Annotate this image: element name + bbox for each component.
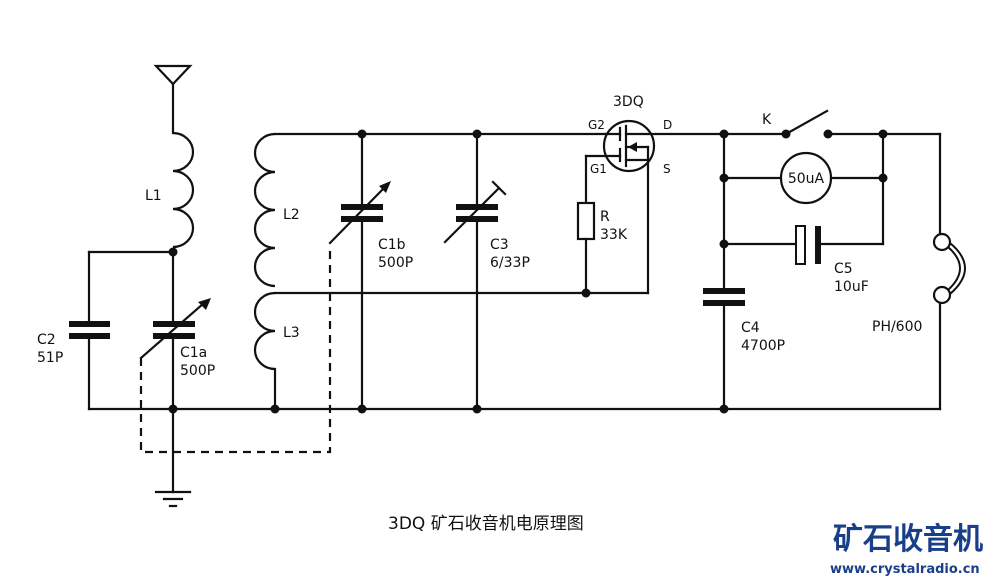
- switch-k[interactable]: K: [722, 109, 942, 139]
- label-d: D: [663, 118, 672, 132]
- label-c5-value: 10uF: [834, 279, 869, 295]
- label-c1b-value: 500P: [378, 255, 413, 271]
- label-r-ref: R: [600, 209, 610, 225]
- label-c5-ref: C5: [834, 261, 853, 277]
- ammeter-50ua: 50uA: [719, 151, 888, 205]
- label-c4-value: 4700P: [741, 338, 785, 354]
- label-l3: L3: [283, 325, 300, 341]
- label-s: S: [663, 162, 671, 176]
- inductor-l3: L3: [253, 291, 300, 411]
- label-k: K: [762, 112, 772, 128]
- label-c3-value: 6/33P: [490, 255, 530, 271]
- trimmer-capacitor-c3: C3 6/33P: [443, 132, 530, 411]
- diagram-title: 3DQ 矿石收音机电原理图: [388, 514, 584, 534]
- logo-url[interactable]: www.crystalradio.cn: [830, 562, 980, 577]
- site-logo[interactable]: 矿石收音机 www.crystalradio.cn: [830, 522, 983, 577]
- inductor-l2: L2: [253, 132, 364, 288]
- resistor-r: R 33K: [576, 154, 628, 298]
- variable-capacitor-c1b: C1b 500P: [328, 132, 413, 411]
- label-phone: PH/600: [872, 319, 922, 335]
- capacitor-c4: C4 4700P: [703, 288, 785, 411]
- earphone-ph600: PH/600: [872, 132, 966, 411]
- ground-icon: [154, 407, 192, 508]
- label-c1a-value: 500P: [180, 363, 215, 379]
- label-g2: G2: [588, 118, 605, 132]
- variable-capacitor-c1a: C1a 500P: [139, 250, 215, 411]
- electrolytic-capacitor-c5: C5 10uF: [719, 225, 885, 295]
- label-g1: G1: [590, 162, 607, 176]
- label-q-ref: 3DQ: [613, 94, 644, 110]
- label-c4-ref: C4: [741, 320, 760, 336]
- label-l2: L2: [283, 207, 300, 223]
- label-c3-ref: C3: [490, 237, 509, 253]
- inductor-l1: L1: [145, 131, 195, 249]
- junction: [581, 288, 591, 298]
- label-l1: L1: [145, 188, 162, 204]
- mosfet-3dq: 3DQ G2 G1 D S: [584, 94, 726, 295]
- capacitor-c2: C2 51P: [37, 250, 175, 411]
- label-r-value: 33K: [600, 227, 628, 243]
- logo-name: 矿石收音机: [833, 522, 983, 557]
- label-c2-value: 51P: [37, 350, 63, 366]
- antenna-icon: [153, 64, 193, 135]
- label-c1b-ref: C1b: [378, 237, 406, 253]
- gang-link: [139, 245, 332, 454]
- label-c1a-ref: C1a: [180, 345, 207, 361]
- label-meter: 50uA: [788, 171, 825, 187]
- label-c2-ref: C2: [37, 332, 56, 348]
